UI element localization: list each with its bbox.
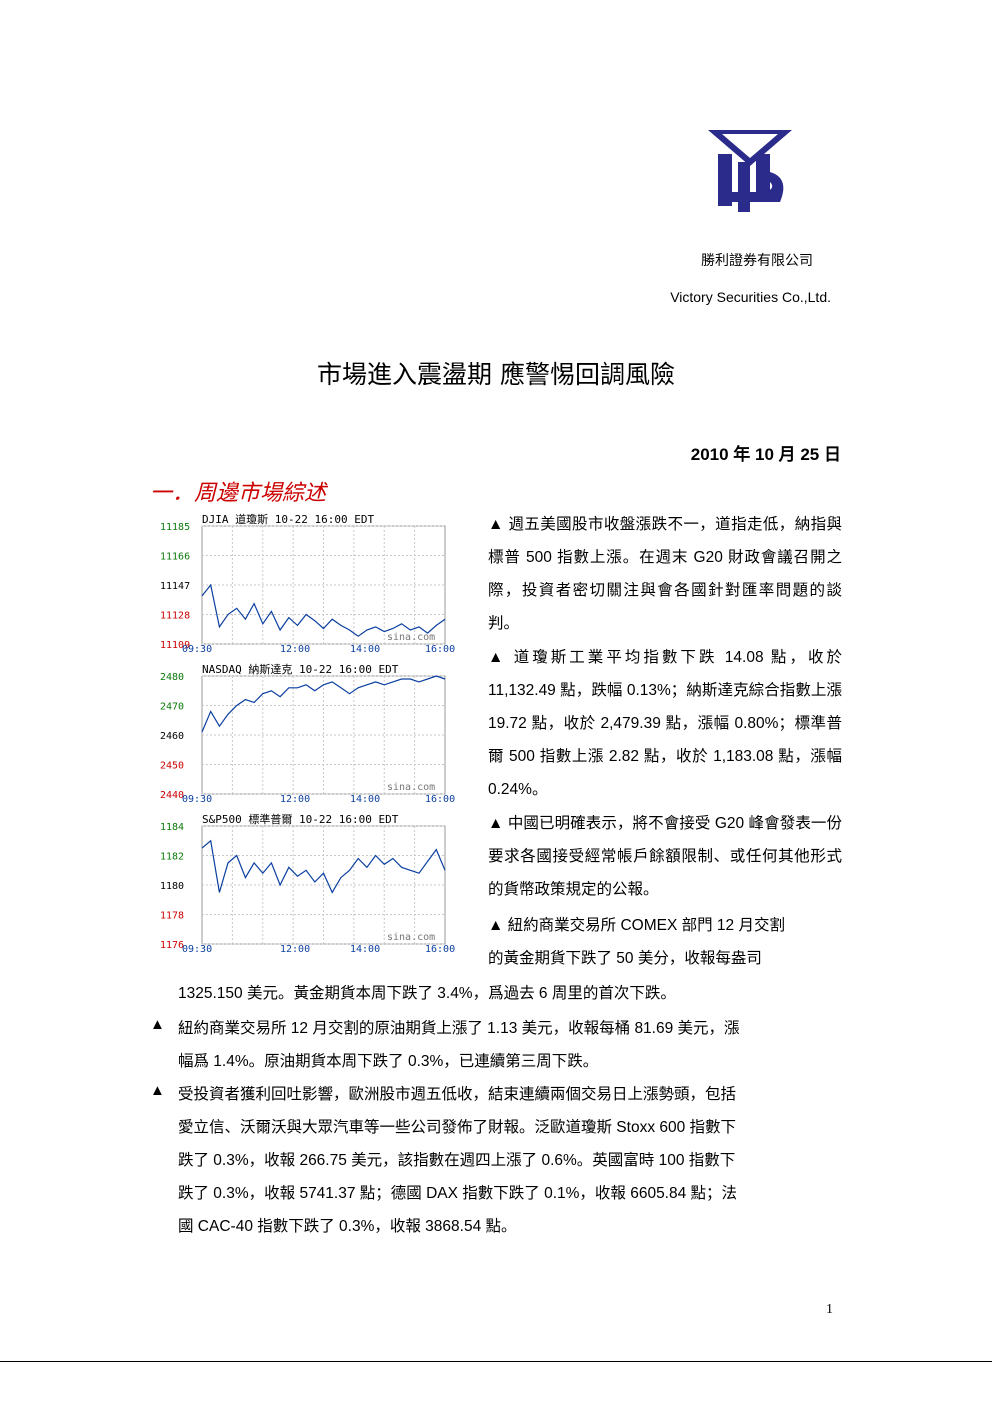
section-heading: 一．周邊市場綜述: [150, 481, 327, 506]
y-tick-label: 1176: [160, 940, 184, 951]
x-tick-label: 16:00: [425, 794, 455, 802]
paragraph-index-close: ▲ 道瓊斯工業平均指數下跌 14.08 點，收於 11,132.49 點，跌幅 …: [488, 649, 842, 798]
x-tick-label: 16:00: [425, 644, 455, 652]
y-tick-label: 2440: [160, 790, 184, 801]
y-tick-label: 11185: [160, 522, 190, 533]
paragraph-gold-line1: ▲ 紐約商業交易所 COMEX 部門 12 月交割: [488, 917, 785, 934]
chart-svg: NASDAQ 納斯達克 10-22 16:00 EDT 2480 2470 2460 2…: [160, 663, 455, 802]
x-tick-label: 09:30: [182, 944, 212, 952]
page-number: 1: [826, 1302, 833, 1317]
djia-chart: DJIA 道瓊斯 10-22 16:00 EDT 11185 11166 11147 1…: [160, 512, 470, 652]
x-tick-label: 12:00: [280, 794, 310, 802]
paragraph-gold-line3: 1325.150 美元。黃金期貨本周下跌了 3.4%，爲過去 6 周里的首次下跌…: [178, 985, 676, 1002]
series-line: [201, 839, 446, 894]
y-tick-label: 1182: [160, 852, 184, 863]
paragraph-china-g20: ▲ 中國已明確表示，將不會接受 G20 峰會發表一份要求各國接受經常帳戶餘額限制…: [488, 815, 842, 898]
y-tick-label: 11109: [160, 640, 190, 651]
paragraph-us-markets: ▲ 週五美國股市收盤漲跌不一，道指走低，納指與標普 500 指數上漲。在週末 G…: [488, 516, 842, 632]
y-tick-label: 11166: [160, 552, 190, 563]
x-tick-label: 16:00: [425, 944, 455, 952]
chart-header: NASDAQ 納斯達克 10-22 16:00 EDT: [202, 663, 399, 676]
paragraph-gold-line2: 的黃金期貨下跌了 50 美分，收報每盎司: [488, 950, 762, 967]
series-line: [201, 675, 446, 733]
nasdaq-chart: NASDAQ 納斯達克 10-22 16:00 EDT 2480 2470 2460 2…: [160, 662, 470, 802]
x-tick-label: 14:00: [350, 944, 380, 952]
x-tick-label: 12:00: [280, 944, 310, 952]
bullet-icon: ▲: [150, 1016, 165, 1033]
series-line: [201, 583, 446, 637]
bullet-icon: ▲: [150, 1082, 165, 1099]
company-logo: [708, 130, 792, 212]
paragraph-europe-line2: 愛立信、沃爾沃與大眾汽車等一些公司發佈了財報。泛歐道瓊斯 Stoxx 600 指…: [178, 1119, 737, 1136]
y-tick-label: 11147: [160, 581, 190, 592]
company-name-english: Victory Securities Co.,Ltd.: [670, 289, 831, 305]
x-tick-label: 09:30: [182, 644, 212, 652]
footer-divider: [0, 1361, 992, 1362]
chart-svg: DJIA 道瓊斯 10-22 16:00 EDT 11185 11166 11147 1…: [160, 512, 455, 652]
paragraph-europe-line5: 國 CAC-40 指數下跌了 0.3%，收報 3868.54 點。: [178, 1218, 517, 1235]
y-tick-label: 11128: [160, 611, 190, 622]
y-tick-label: 2470: [160, 702, 184, 713]
paragraph-europe-line4: 跌了 0.3%，收報 5741.37 點；德國 DAX 指數下跌了 0.1%，收…: [178, 1185, 738, 1202]
y-tick-label: 1180: [160, 881, 184, 892]
chart-header: DJIA 道瓊斯 10-22 16:00 EDT: [202, 512, 374, 526]
y-tick-label: 2480: [160, 672, 184, 683]
paragraph-europe-line1: 受投資者獲利回吐影響，歐洲股市週五低收，結束連續兩個交易日上漲勢頭，包括: [178, 1086, 737, 1103]
x-tick-label: 14:00: [350, 644, 380, 652]
report-title: 市場進入震盪期 應警惕回調風險: [317, 360, 675, 389]
x-tick-label: 12:00: [280, 644, 310, 652]
x-tick-label: 09:30: [182, 794, 212, 802]
paragraph-oil-line2: 幅爲 1.4%。原油期貨本周下跌了 0.3%，已連續第三周下跌。: [178, 1053, 599, 1070]
y-tick-label: 1178: [160, 911, 184, 922]
paragraph-europe-line3: 跌了 0.3%，收報 266.75 美元，該指數在週四上漲了 0.6%。英國富時…: [178, 1152, 736, 1169]
chart-svg: S&P500 標準普爾 10-22 16:00 EDT 1184 1182 1180 1…: [160, 812, 455, 952]
company-name-chinese: 勝利證券有限公司: [701, 253, 813, 269]
paragraph-oil-line1: 紐約商業交易所 12 月交割的原油期貨上漲了 1.13 美元，收報每桶 81.6…: [178, 1020, 740, 1037]
sp500-chart: S&P500 標準普爾 10-22 16:00 EDT 1184 1182 1180 1…: [160, 812, 470, 952]
watermark-label: sina.com: [387, 632, 435, 643]
watermark-label: sina.com: [387, 932, 435, 943]
y-tick-label: 1184: [160, 822, 184, 833]
y-tick-label: 2450: [160, 761, 184, 772]
x-tick-label: 14:00: [350, 794, 380, 802]
watermark-label: sina.com: [387, 782, 435, 793]
report-date: 2010 年 10 月 25 日: [690, 445, 841, 464]
y-tick-label: 2460: [160, 731, 184, 742]
chart-header: S&P500 標準普爾 10-22 16:00 EDT: [202, 812, 399, 826]
